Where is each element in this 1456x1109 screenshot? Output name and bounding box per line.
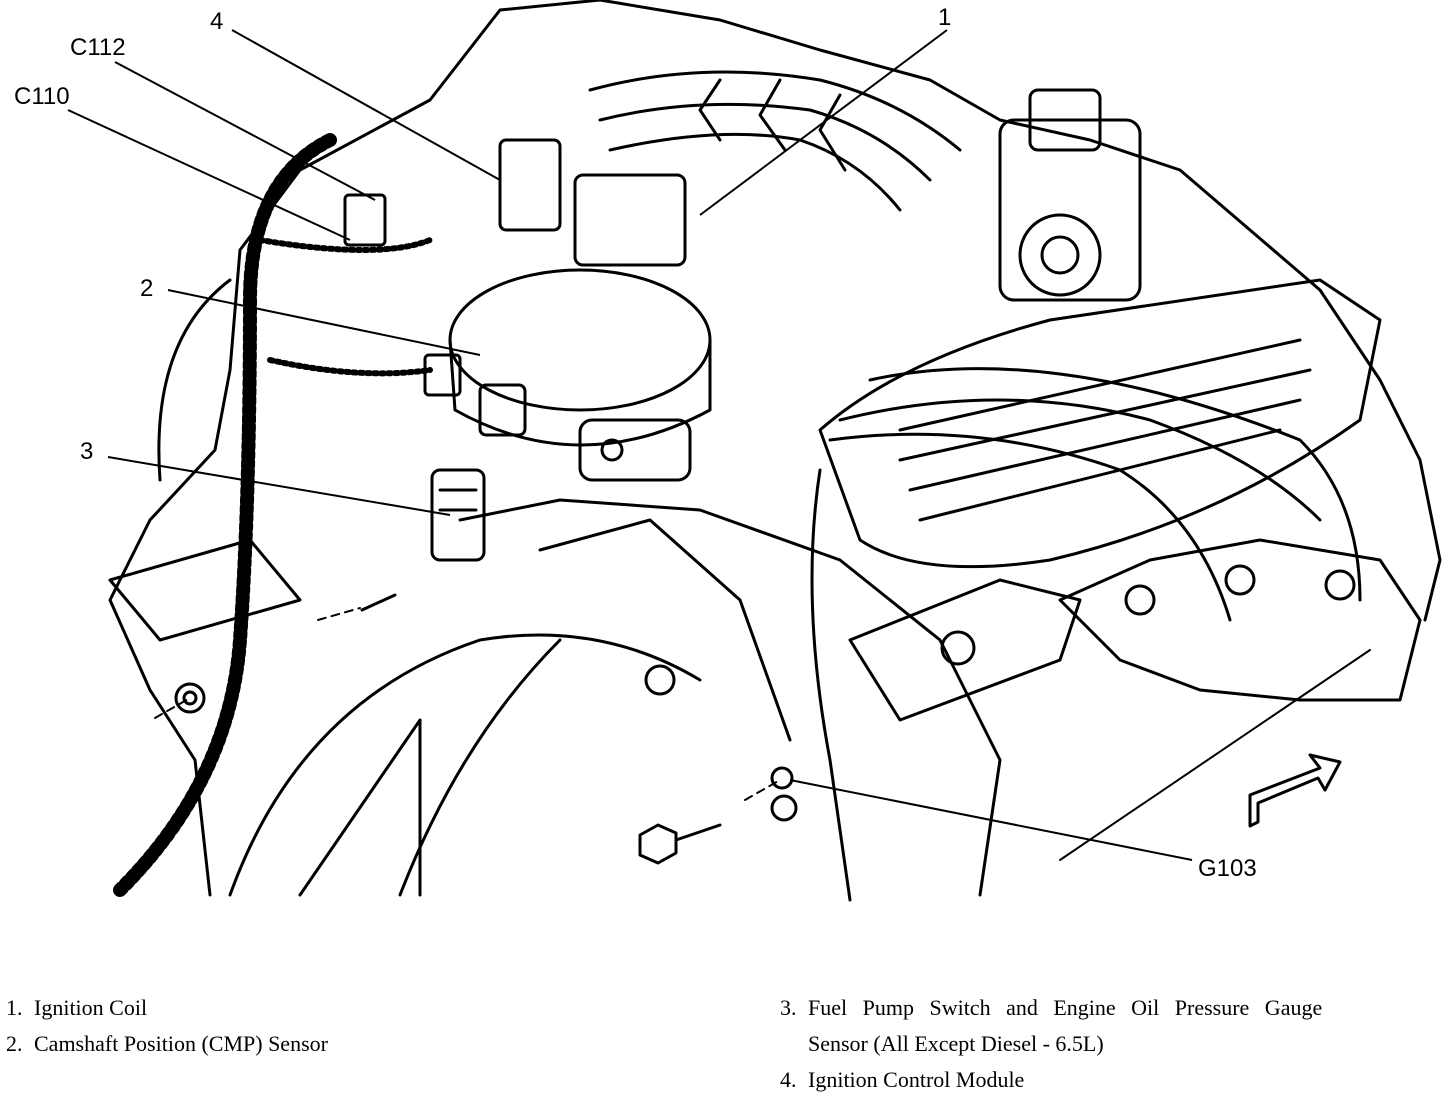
legend-item-3-continued: Sensor (All Except Diesel - 6.5L)	[780, 1026, 1322, 1062]
callout-labels: 1 2 3 4 C110 C112 G103	[14, 4, 1257, 882]
legend-item-3: 3. Fuel Pump Switch and Engine Oil Pressu…	[780, 990, 1322, 1026]
legend-left: 1. Ignition Coil 2. Camshaft Position (CMP…	[6, 990, 328, 1062]
legend-num: 1.	[6, 995, 23, 1020]
engine-drawing	[108, 0, 1442, 902]
callout-4: 4	[210, 8, 223, 35]
callout-1: 1	[938, 4, 951, 31]
legend-text: Camshaft Position (CMP) Sensor	[34, 1031, 328, 1056]
legend-text: Fuel Pump Switch and Engine Oil Pressure…	[808, 995, 1323, 1020]
callout-2: 2	[140, 275, 153, 302]
legend-num: 2.	[6, 1031, 23, 1056]
legend-item-2: 2. Camshaft Position (CMP) Sensor	[6, 1026, 328, 1062]
legend-right: 3. Fuel Pump Switch and Engine Oil Pressu…	[780, 990, 1322, 1098]
callout-c110: C110	[14, 83, 70, 110]
legend-text: Sensor (All Except Diesel - 6.5L)	[808, 1031, 1104, 1056]
legend-item-1: 1. Ignition Coil	[6, 990, 328, 1026]
callout-c112: C112	[70, 34, 126, 61]
callout-3: 3	[80, 438, 93, 465]
legend-text: Ignition Control Module	[808, 1067, 1025, 1092]
legend-text: Ignition Coil	[34, 995, 148, 1020]
legend-num: 3.	[780, 995, 797, 1020]
callout-g103: G103	[1198, 855, 1257, 882]
legend-num: 4.	[780, 1067, 797, 1092]
legend-item-4: 4. Ignition Control Module	[780, 1062, 1322, 1098]
callout-leaders	[67, 29, 1193, 861]
